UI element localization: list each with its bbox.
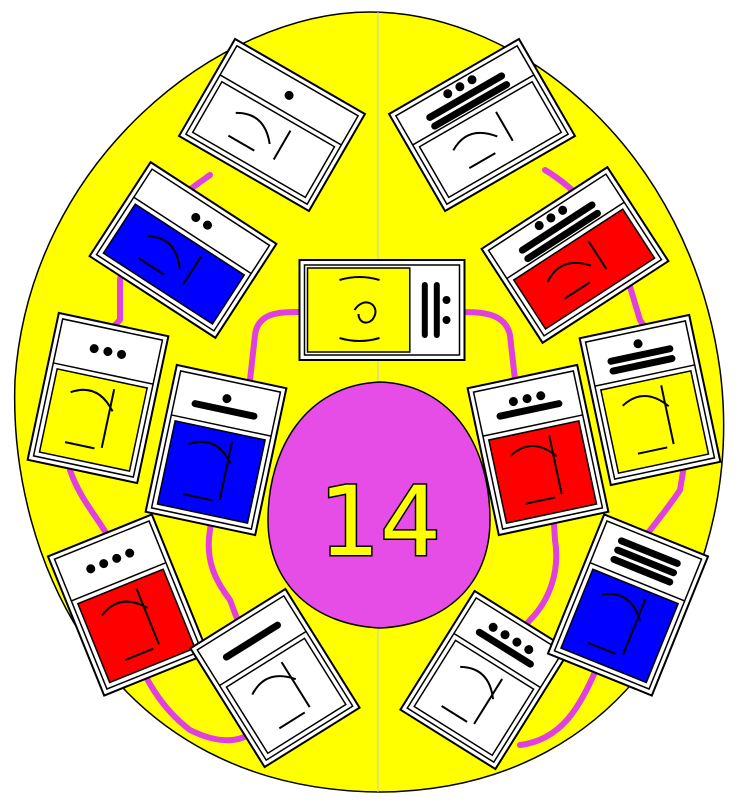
day-glyph	[489, 421, 597, 523]
day-glyph	[157, 421, 265, 523]
number-dot	[443, 316, 451, 324]
number-dot	[443, 296, 451, 304]
number-bar	[422, 282, 428, 338]
day-glyph	[39, 369, 147, 471]
day-glyph	[308, 268, 410, 352]
tile-center-top	[300, 260, 465, 360]
number-bar	[434, 282, 440, 338]
center-number: 14	[319, 466, 441, 578]
day-glyph	[601, 371, 709, 473]
